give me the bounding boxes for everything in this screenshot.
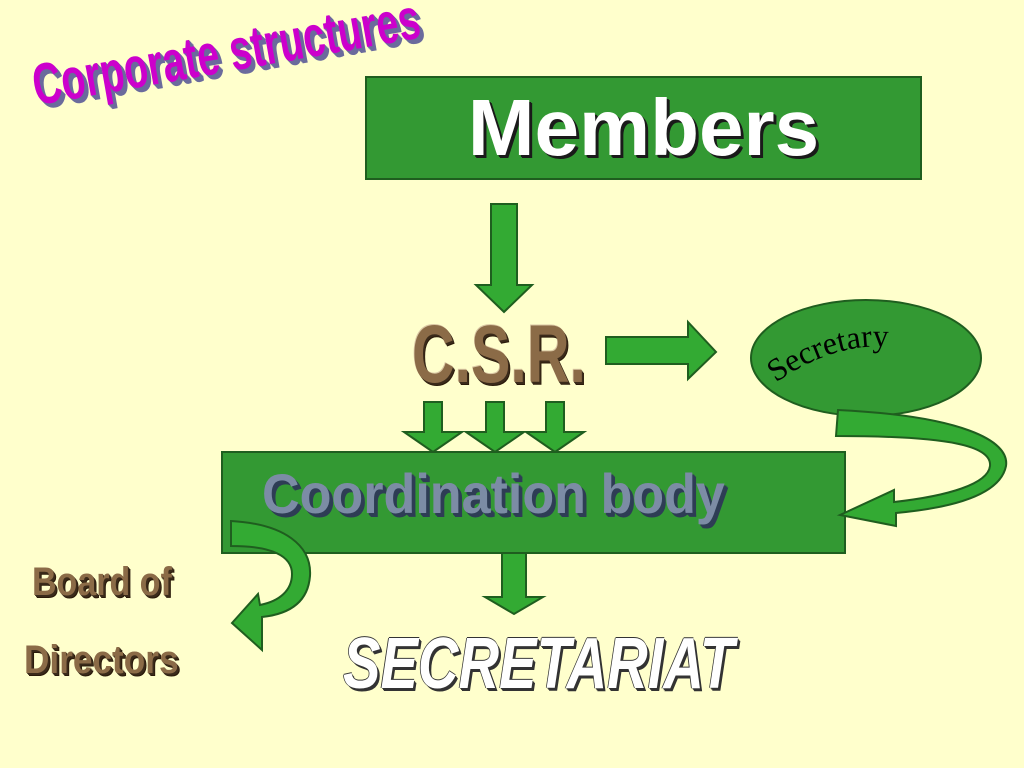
csr-label: C.S.R. — [412, 309, 586, 400]
arrow-csr-to-secretary — [605, 319, 718, 382]
arrow-csr-to-coordination-2 — [462, 401, 528, 454]
members-label: Members — [467, 83, 820, 172]
arrow-csr-to-coordination-3 — [522, 401, 588, 454]
coordination-box — [221, 451, 846, 554]
board-label-line1: Board of — [32, 560, 172, 604]
arrow-coordination-to-board — [230, 519, 312, 653]
members-box — [365, 76, 922, 180]
arrow-coordination-to-secretariat — [481, 552, 547, 616]
secretariat-label: SECRETARIAT — [343, 624, 735, 704]
coordination-body-label: Coordination body — [262, 462, 725, 525]
arrow-secretary-to-coordination — [834, 408, 1008, 528]
board-label-line2: Directors — [24, 638, 179, 682]
arrow-csr-to-coordination-1 — [400, 401, 466, 454]
arrow-members-to-csr — [473, 203, 535, 314]
